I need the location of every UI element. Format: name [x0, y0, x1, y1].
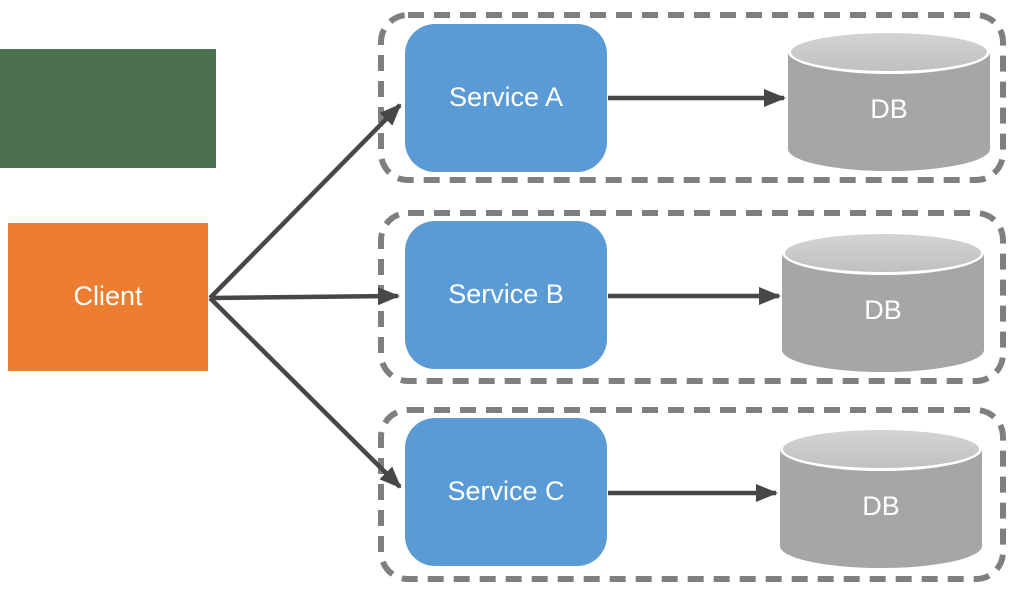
service-b-node: Service B — [405, 221, 607, 369]
db-cylinder-service-b: DB — [782, 231, 984, 372]
db-cylinder-service-c: DB — [780, 427, 982, 568]
service-a-label: Service A — [448, 82, 564, 113]
db-label: DB — [862, 491, 900, 521]
client-node: Client — [8, 223, 208, 371]
client-label: Client — [73, 281, 143, 312]
arrow-client-to-service-c — [208, 296, 402, 489]
arrow-client-to-service-a — [208, 103, 402, 300]
db-label: DB — [870, 94, 908, 124]
service-b-label: Service B — [448, 279, 564, 310]
service-c-node: Service C — [405, 418, 607, 566]
arrow-client-to-service-b — [209, 287, 400, 306]
service-c-label: Service C — [447, 476, 565, 507]
green-box — [0, 49, 216, 168]
service-a-node: Service A — [405, 24, 607, 172]
db-cylinder-service-a: DB — [788, 30, 990, 171]
db-label: DB — [864, 295, 902, 325]
